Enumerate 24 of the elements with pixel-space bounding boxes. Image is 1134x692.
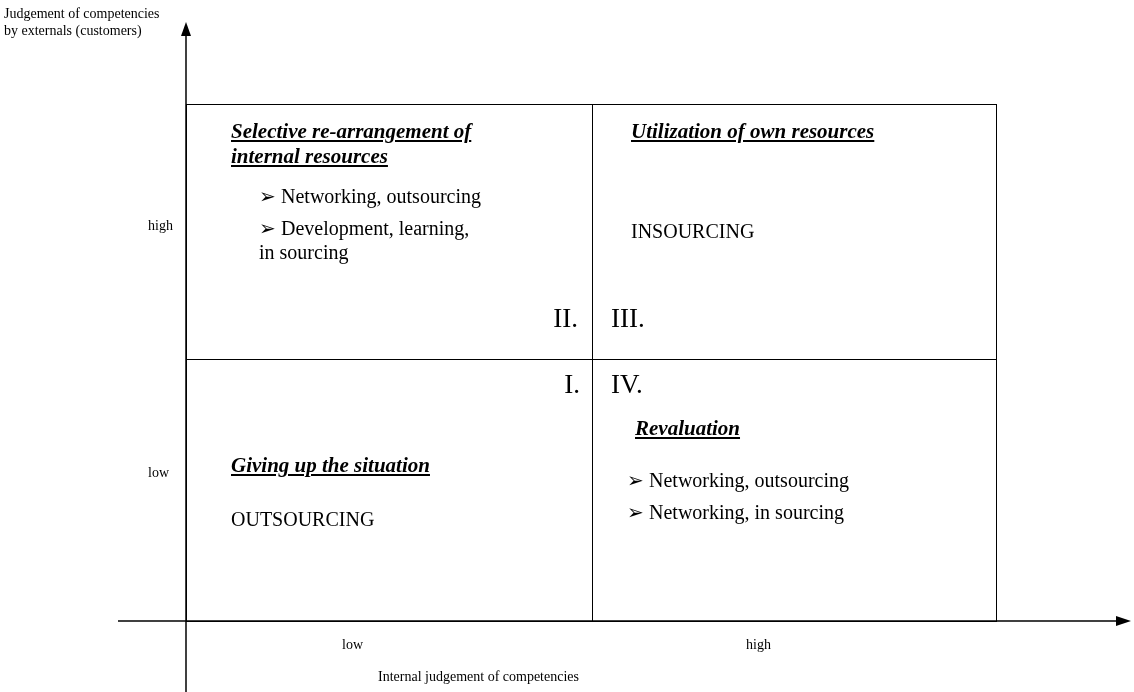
tick-label: low bbox=[342, 637, 363, 654]
quadrant-text: ➢ Networking, outsourcing bbox=[627, 468, 849, 492]
tick-label: high bbox=[148, 218, 173, 235]
quadrant-heading: Giving up the situation bbox=[231, 453, 430, 479]
quadrant-text: ➢ Networking, in sourcing bbox=[627, 500, 844, 524]
quadrant-number: III. bbox=[611, 302, 645, 335]
quadrant-box bbox=[186, 104, 593, 360]
quadrant-text: ➢ Development, learning, in sourcing bbox=[259, 216, 471, 264]
quadrant-box bbox=[592, 104, 997, 360]
axis-title: Internal judgement of competencies bbox=[378, 669, 579, 686]
quadrant-number: II. bbox=[553, 302, 578, 335]
quadrant-text: ➢ Networking, outsourcing bbox=[259, 184, 481, 208]
axis-title: Judgement of competencies by externals (customers) bbox=[4, 6, 161, 40]
quadrant-number: IV. bbox=[611, 368, 643, 401]
tick-label: high bbox=[746, 637, 771, 654]
quadrant-heading: Revaluation bbox=[635, 416, 740, 442]
quadrant-text: OUTSOURCING bbox=[231, 507, 375, 531]
quadrant-heading: Utilization of own resources bbox=[631, 119, 876, 145]
quadrant-number: I. bbox=[564, 368, 580, 401]
tick-label: low bbox=[148, 465, 169, 482]
quadrant-box bbox=[592, 359, 997, 622]
quadrant-heading: Selective re-arrangement of internal resources bbox=[231, 119, 474, 170]
quadrant-text: INSOURCING bbox=[631, 219, 755, 243]
quadrant-box bbox=[186, 359, 593, 622]
